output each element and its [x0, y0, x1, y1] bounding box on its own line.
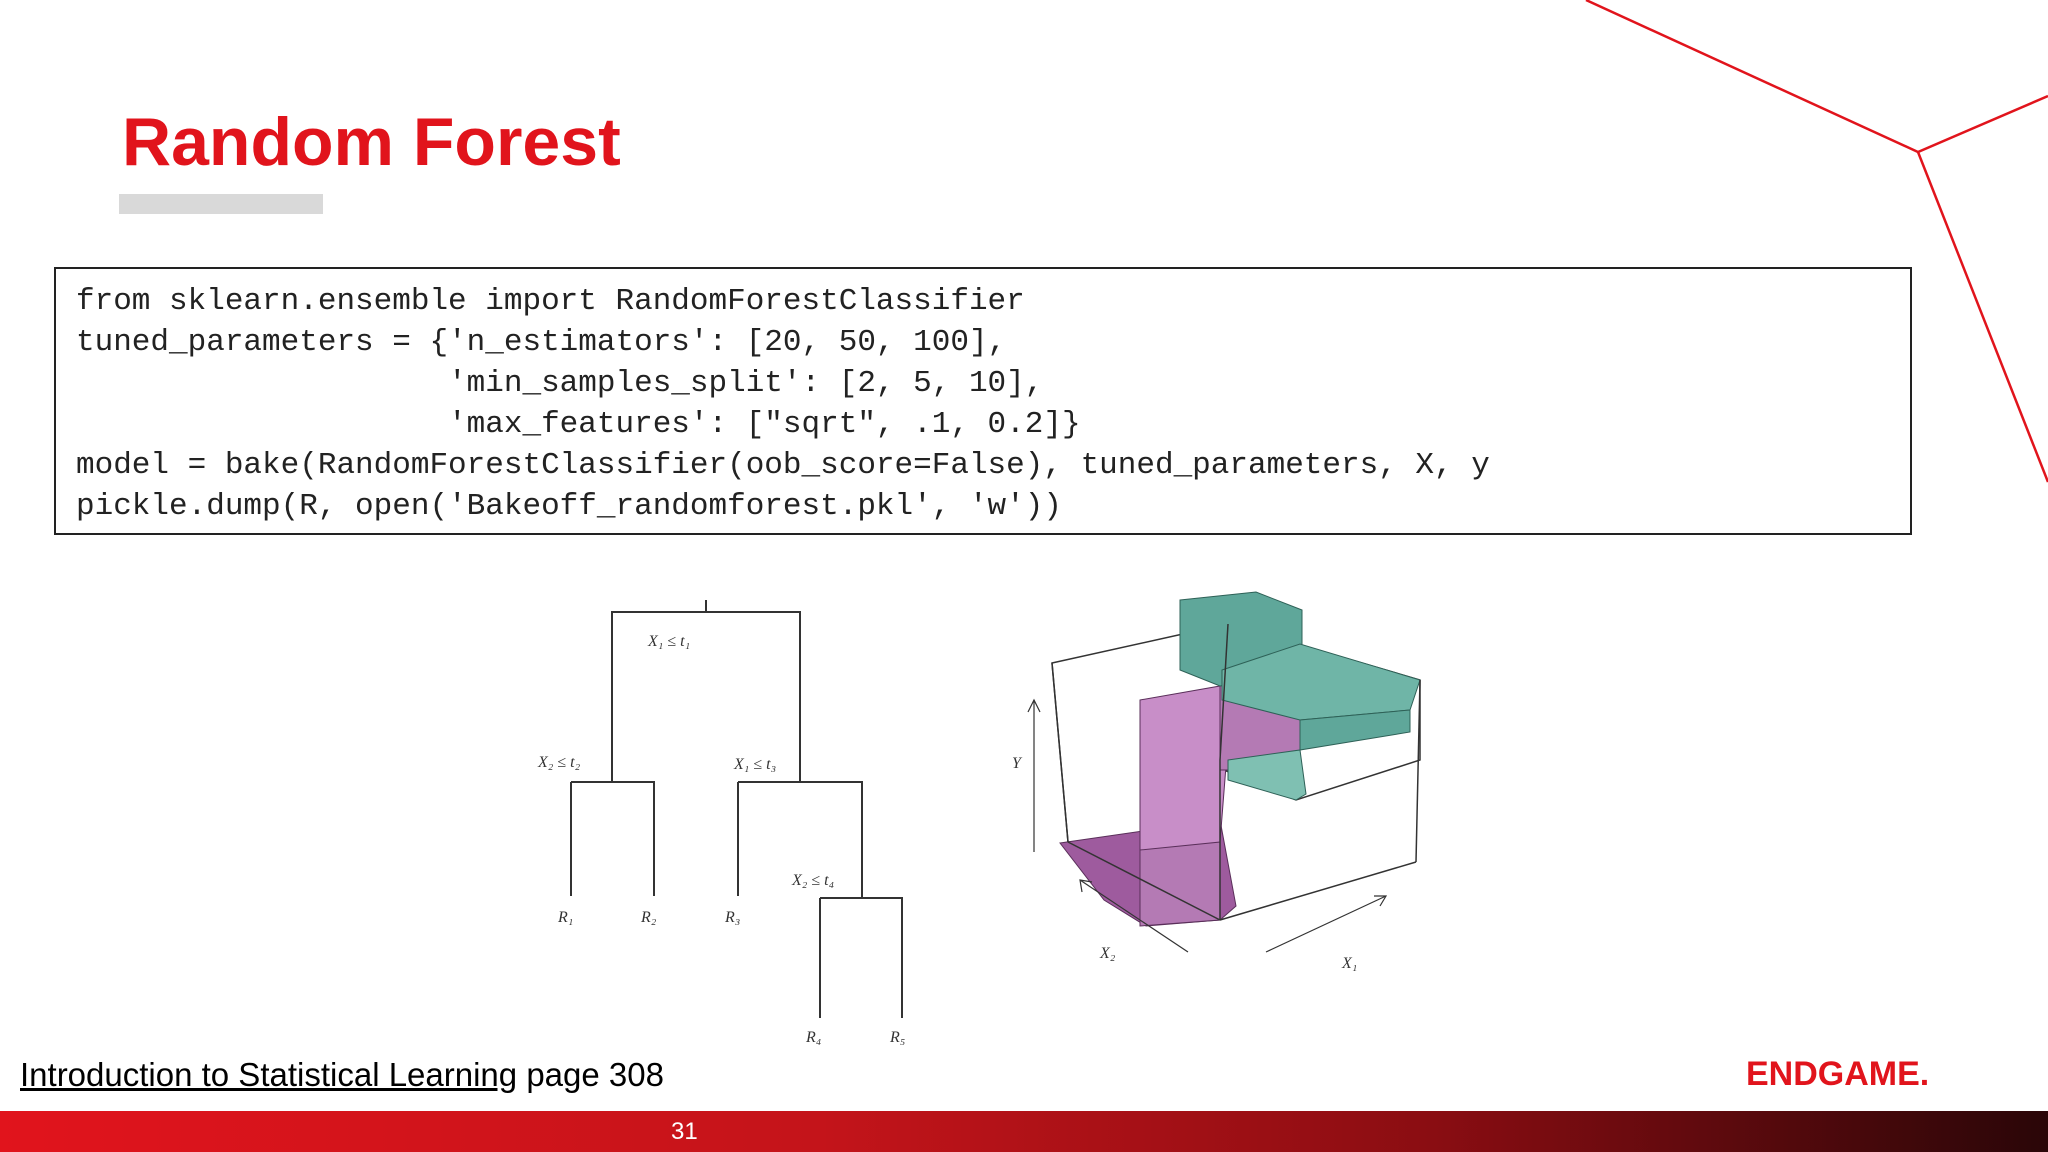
- title-underline-bar: [119, 194, 323, 214]
- code-line: tuned_parameters = {'n_estimators': [20,…: [76, 325, 1007, 360]
- step-surface-plot: [1027, 591, 1421, 953]
- reference-citation: Introduction to Statistical Learning pag…: [20, 1056, 664, 1094]
- tree-leaf-label: R₅: [889, 1029, 905, 1046]
- tree-leaf-label: R₄: [805, 1029, 821, 1046]
- code-line: 'max_features': ["sqrt", .1, 0.2]}: [76, 407, 1081, 442]
- reference-page: page 308: [526, 1056, 664, 1093]
- footer-bar: [0, 1111, 2048, 1152]
- decision-tree-and-surface-figure: X₁ ≤ t₁ X₂ ≤ t₂ X₁ ≤ t₃ X₂ ≤ t₄ R₁ R₂ R₃…: [537, 591, 1421, 1046]
- code-line: model = bake(RandomForestClassifier(oob_…: [76, 448, 1490, 483]
- code-line: from sklearn.ensemble import RandomFores…: [76, 284, 1025, 319]
- reference-link[interactable]: Introduction to Statistical Learning: [20, 1056, 518, 1093]
- slide-title: Random Forest: [122, 104, 621, 180]
- surface-x1-axis-label: X₁: [1341, 955, 1357, 972]
- tree-split-label-right-right: X₂ ≤ t₄: [791, 872, 834, 889]
- surface-x2-axis-label: X₂: [1099, 945, 1116, 962]
- page-number: 31: [671, 1118, 698, 1145]
- surface-y-axis-label: Y: [1012, 755, 1023, 772]
- tree-split-label-left: X₂ ≤ t₂: [537, 754, 581, 771]
- decision-tree-diagram: [570, 600, 903, 1018]
- tree-leaf-label: R₁: [557, 909, 573, 926]
- tree-leaf-label: R₂: [640, 909, 657, 926]
- code-block: from sklearn.ensemble import RandomFores…: [54, 267, 1912, 535]
- code-line: pickle.dump(R, open('Bakeoff_randomfores…: [76, 489, 1062, 524]
- tree-split-label-root: X₁ ≤ t₁: [647, 633, 690, 650]
- tree-split-label-right: X₁ ≤ t₃: [733, 756, 776, 773]
- endgame-logo: ENDGAME.: [1746, 1055, 1930, 1093]
- code-line: 'min_samples_split': [2, 5, 10],: [76, 366, 1044, 401]
- tree-leaf-label: R₃: [724, 909, 740, 926]
